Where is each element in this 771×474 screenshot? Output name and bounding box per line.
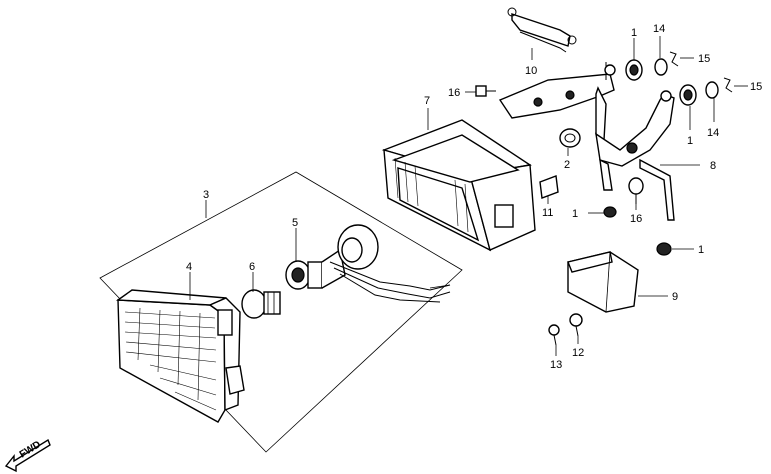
callout-12: 12 [572,347,584,359]
nut-lower [656,242,672,256]
nut-middle [603,206,617,218]
callout-1-lower: 1 [698,244,704,256]
fwd-arrow: FWD [4,438,51,473]
callout-15-top: 15 [698,53,710,65]
bolt-13 [548,324,560,346]
callout-16-upper: 16 [448,87,460,99]
callout-7: 7 [424,95,430,107]
callout-14-right: 14 [707,127,719,139]
bolt-16-lower [628,177,644,204]
headlight-case [381,119,536,252]
headlight-unit [115,289,245,423]
bolt-12 [569,313,583,337]
leader-lines [189,36,748,356]
callout-10: 10 [525,65,537,77]
wire-clip [507,7,577,53]
callout-8: 8 [710,160,716,172]
bolt-16-upper [475,85,496,97]
case-tab [539,175,559,199]
clip-top [669,51,679,67]
callout-3: 3 [203,189,209,201]
callout-1-right: 1 [687,135,693,147]
grommet-top [625,59,643,81]
headlight-bulb [241,289,281,319]
callout-1-middle: 1 [572,208,578,220]
callout-6: 6 [249,261,255,273]
bulb-socket [285,224,451,303]
callout-4: 4 [186,261,192,273]
cover [567,251,639,313]
callout-11: 11 [542,207,553,219]
headlight-bracket [498,62,675,221]
washer-right [705,81,719,99]
grommet-2 [559,128,581,148]
callout-13: 13 [550,359,562,371]
callout-2: 2 [564,159,570,171]
callout-14-top: 14 [653,23,665,35]
grommet-right [679,84,697,106]
washer-top [654,58,668,76]
callout-9: 9 [672,291,678,303]
callout-16-lower: 16 [630,213,642,225]
clip-right [723,77,733,93]
callout-5: 5 [292,217,298,229]
callout-1-top: 1 [631,27,637,39]
callout-15-right: 15 [750,81,762,93]
